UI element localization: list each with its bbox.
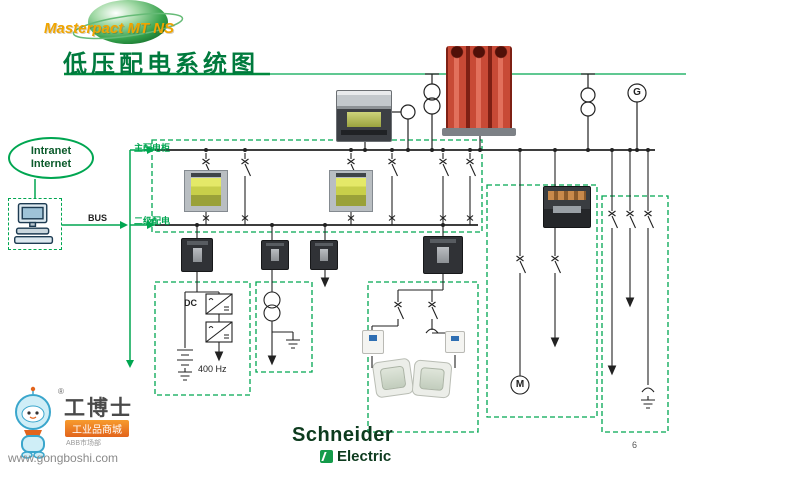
cloud-label-line2: Internet: [30, 158, 72, 170]
molded-case-breaker-photo: [310, 240, 338, 270]
molded-case-breaker-photo: [423, 236, 463, 274]
main-panel-label: 主配电柜: [134, 143, 171, 153]
drawout-breaker-photo: [184, 170, 228, 212]
secondary-panel-label: 二级配电: [134, 216, 171, 226]
motor-section-outline: [486, 184, 598, 418]
motor-label: M: [515, 379, 525, 390]
schneider-logo: Schneider Electric: [292, 424, 422, 465]
schematic-lines: [155, 73, 655, 226]
cloud-label-line1: Intranet: [30, 145, 72, 158]
header-swoosh-graphic: [72, 0, 184, 44]
transformer-section-outline: [255, 281, 313, 373]
socket-section-outline: [367, 281, 479, 433]
rcd-device-photo: [362, 330, 384, 354]
motor-symbol: [510, 375, 530, 395]
bus-label: BUS: [88, 213, 108, 223]
dc-label: DC: [184, 298, 197, 308]
network-links: [34, 149, 155, 362]
watermark-company: 工博士: [64, 397, 133, 420]
workstation-box: [8, 198, 62, 250]
wall-socket-photo: [371, 357, 415, 399]
generator-label: G: [633, 87, 641, 98]
brand-text: Masterpact MT NS: [44, 20, 175, 37]
transformer-symbol: [263, 291, 281, 309]
dc-section-outline: [154, 281, 251, 396]
transformer-symbol: [423, 83, 441, 101]
registered-trademark: ®: [58, 387, 64, 396]
schneider-logo-icon: [320, 450, 333, 463]
meter-symbol: [400, 104, 416, 120]
cast-resin-transformer-photo: [442, 46, 516, 136]
molded-case-breaker-photo: [181, 238, 213, 272]
wall-socket-photo: [411, 359, 453, 399]
main-distribution-outline: [151, 139, 483, 233]
computer-icon: [14, 203, 54, 244]
transformer-symbol: [580, 87, 596, 103]
junction-dots: [195, 148, 650, 227]
frequency-label: 400 Hz: [198, 364, 227, 374]
air-circuit-breaker-photo: [336, 90, 392, 142]
right-feeder-outline: [601, 195, 669, 433]
intranet-internet-node: Intranet Internet: [8, 137, 94, 179]
watermark-note: ABB市场部: [66, 440, 102, 447]
molded-case-breaker-photo: [261, 240, 289, 270]
watermark-banner: 工业品商城: [65, 420, 129, 437]
page-number: 6: [632, 440, 638, 450]
drawout-breaker-photo: [329, 170, 373, 212]
robot-mascot-icon: [15, 386, 51, 459]
network-arrowheads: [120, 146, 155, 368]
watermark-url: www.gongboshi.com: [8, 451, 119, 465]
section-outlines: [151, 139, 669, 433]
page-title: 低压配电系统图: [63, 52, 259, 78]
contactor-photo: [543, 186, 591, 228]
schneider-logo-text: Schneider: [292, 424, 394, 446]
rcd-device-photo: [445, 331, 465, 353]
electric-logo-text: Electric: [337, 448, 392, 465]
